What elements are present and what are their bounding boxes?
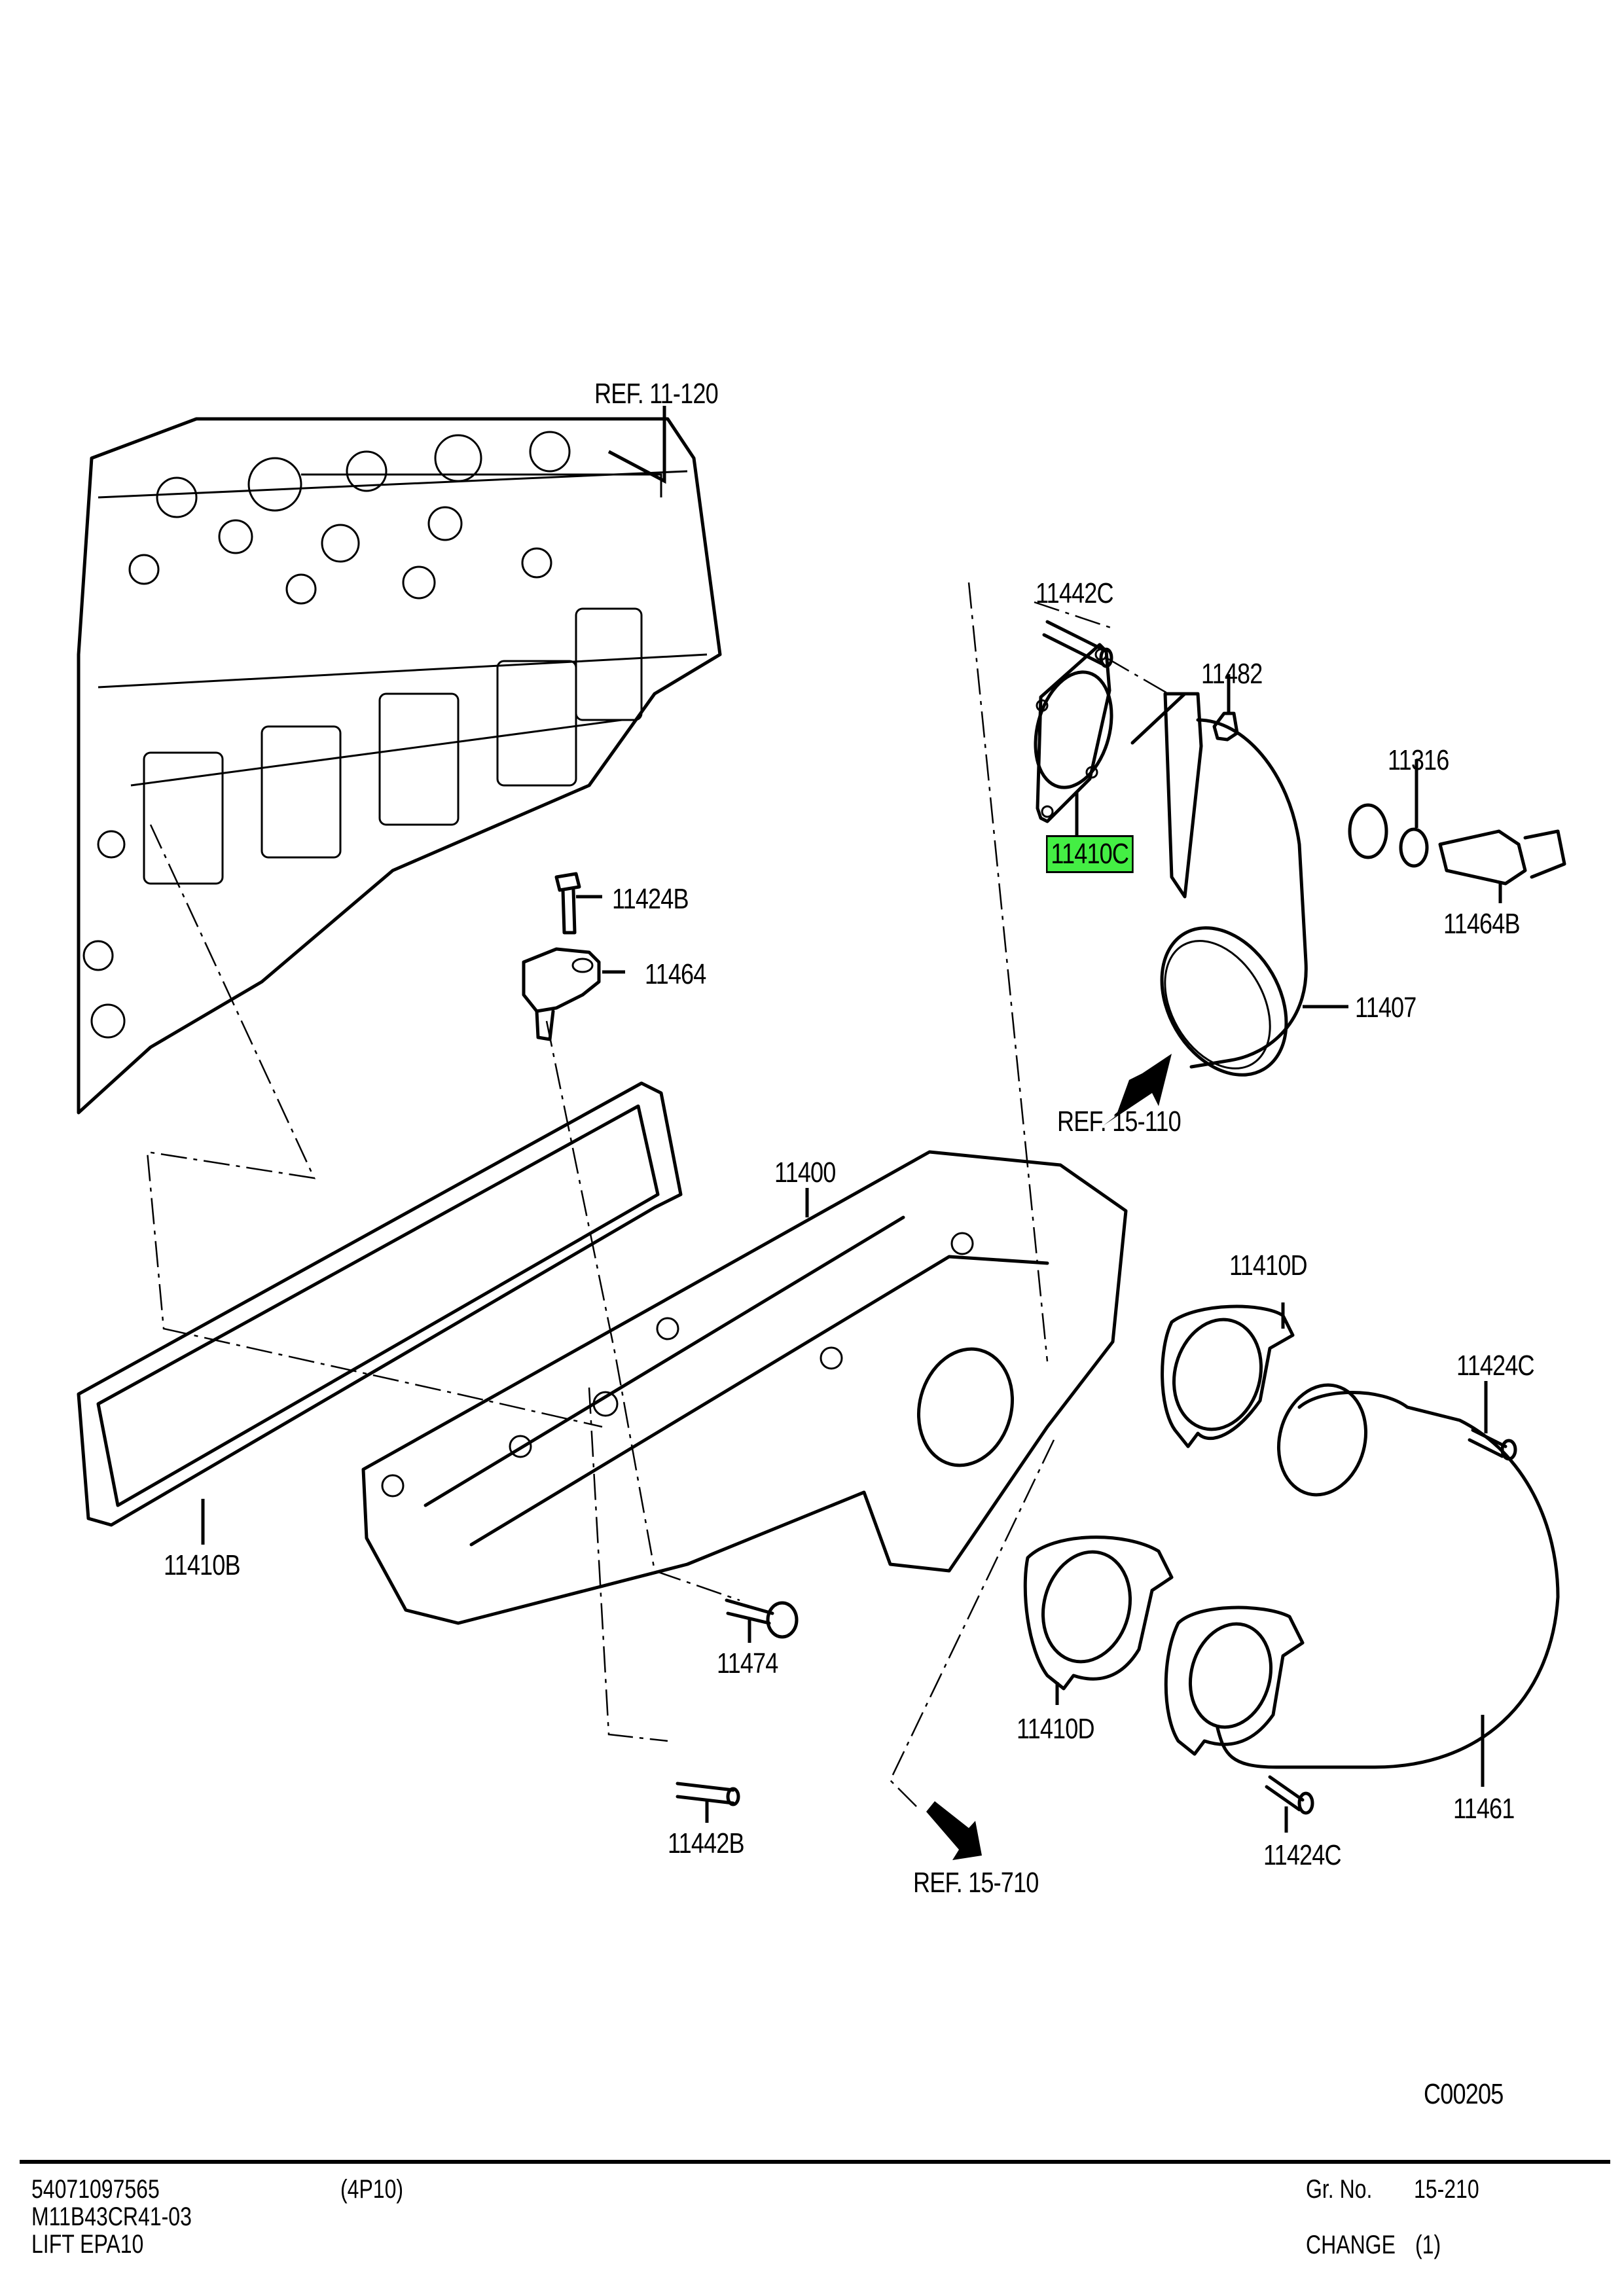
gasket-11410D-bottom xyxy=(1023,1535,1174,1705)
callout-11407[interactable]: 11407 xyxy=(1355,992,1416,1024)
footer-change-label: CHANGE xyxy=(1306,2231,1396,2259)
callout-11424C-bottom[interactable]: 11424C xyxy=(1263,1839,1342,1871)
callout-11464[interactable]: 11464 xyxy=(645,958,706,990)
ref-label-15-110[interactable]: REF. 15-110 xyxy=(1057,1105,1182,1138)
gasket-11410B xyxy=(77,1081,683,1545)
callout-11442C[interactable]: 11442C xyxy=(1036,577,1114,609)
callout-11410C-highlighted[interactable]: 11410C xyxy=(1046,835,1134,873)
elbow-11407 xyxy=(1130,692,1388,1077)
footer-model: M11B43CR41-03 xyxy=(31,2202,192,2231)
stud-11442B xyxy=(676,1782,740,1823)
footer-engine: (4P10) xyxy=(340,2175,404,2204)
ref-label-15-710[interactable]: REF. 15-710 xyxy=(913,1867,1039,1899)
callout-11400[interactable]: 11400 xyxy=(774,1157,836,1189)
pipe-11461 xyxy=(1164,1383,1560,1787)
callout-11482[interactable]: 11482 xyxy=(1201,658,1263,690)
nut-11482 xyxy=(1212,674,1239,742)
bolt-11424B xyxy=(554,872,602,935)
arrow-ref-15-710 xyxy=(926,1801,982,1860)
callout-11410D-bottom[interactable]: 11410D xyxy=(1017,1713,1095,1745)
gasket-11410D-top xyxy=(1161,1302,1295,1448)
callout-11424C-top[interactable]: 11424C xyxy=(1456,1350,1535,1382)
washer-11316 xyxy=(1399,759,1429,868)
callout-11461[interactable]: 11461 xyxy=(1453,1793,1515,1825)
assembly-guide-lines xyxy=(146,582,1169,1807)
ref-label-11-120[interactable]: REF. 11-120 xyxy=(594,378,719,410)
sensor-11464 xyxy=(522,947,625,1041)
manifold-11400 xyxy=(361,1150,1128,1625)
bolt-11474 xyxy=(725,1598,799,1643)
footer-group-label: Gr. No. xyxy=(1306,2175,1373,2204)
footer-spec: LIFT EPA10 xyxy=(31,2230,144,2259)
footer-group-value: 15-210 xyxy=(1414,2175,1479,2204)
gasket-11410C xyxy=(1034,643,1113,836)
bolt-11424C-top xyxy=(1468,1381,1517,1461)
callout-11442B[interactable]: 11442B xyxy=(668,1827,745,1859)
sensor-11464B xyxy=(1438,829,1566,903)
bolt-11424C-bottom xyxy=(1265,1775,1314,1833)
footer-divider xyxy=(20,2160,1610,2164)
arrow-ref-15-110 xyxy=(1103,1054,1172,1126)
callout-11316[interactable]: 11316 xyxy=(1388,744,1449,776)
callout-11474[interactable]: 11474 xyxy=(717,1647,778,1679)
callout-11464B[interactable]: 11464B xyxy=(1443,908,1521,940)
drawing-code: C00205 xyxy=(1424,2078,1504,2110)
callout-11410D-top[interactable]: 11410D xyxy=(1229,1249,1308,1282)
cylinder-head-illustration xyxy=(77,406,722,1115)
footer-serial: 54071097565 xyxy=(31,2175,160,2204)
footer-change-value: (1) xyxy=(1415,2231,1441,2259)
callout-11410B[interactable]: 11410B xyxy=(164,1549,241,1581)
callout-11424B[interactable]: 11424B xyxy=(612,883,689,915)
